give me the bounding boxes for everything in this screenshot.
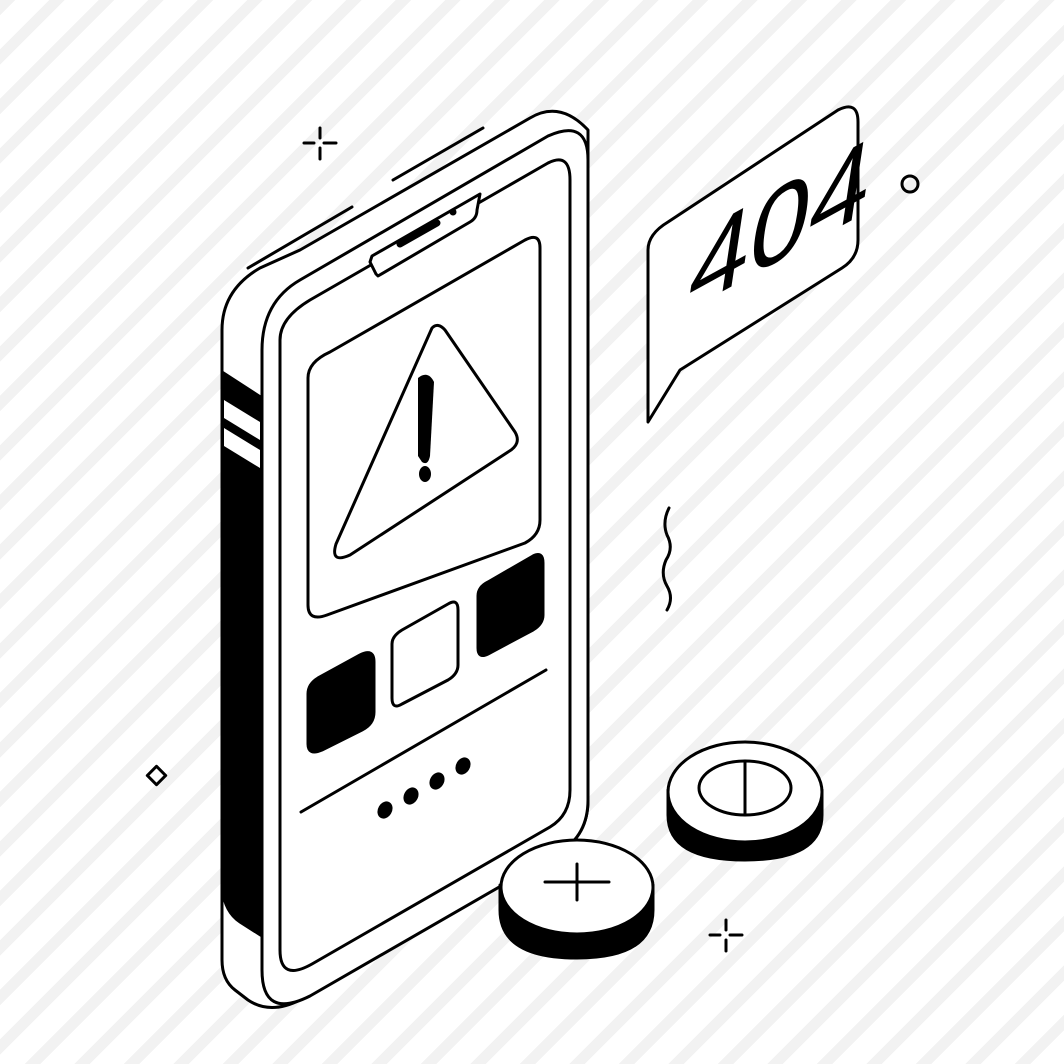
tile-filled-right	[476, 553, 545, 657]
phone	[220, 109, 590, 1009]
ring-icon	[900, 174, 920, 194]
coin-plus	[498, 838, 655, 960]
top-edge-line-2	[391, 126, 485, 182]
exclamation-mark-icon	[418, 374, 434, 464]
side-button-gap	[224, 400, 260, 440]
speech-bubble-404: 404	[646, 105, 881, 424]
page-indicator-dots	[377, 757, 471, 819]
coin-split	[666, 740, 824, 862]
exclamation-dot	[419, 466, 431, 482]
side-button-gap-2	[224, 428, 260, 468]
sparkle-icon-bottom	[708, 918, 744, 953]
tile-outline-middle	[390, 600, 460, 708]
diamond-icon	[145, 764, 168, 787]
tile-filled-left	[306, 651, 376, 754]
speech-bubble	[646, 105, 860, 424]
front-camera-icon	[449, 208, 457, 216]
earpiece-speaker	[396, 219, 441, 248]
top-edge-line	[246, 205, 354, 270]
sparkle-icon-top	[302, 126, 338, 161]
squiggle-icon	[661, 506, 672, 612]
screen-divider	[299, 668, 548, 814]
